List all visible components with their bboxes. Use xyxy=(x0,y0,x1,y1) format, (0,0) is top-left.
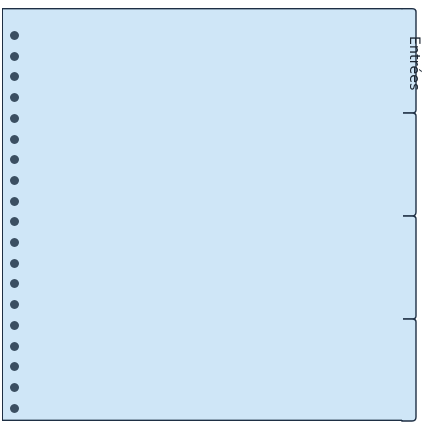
binder-hole xyxy=(10,258,19,268)
binder-hole xyxy=(10,382,19,392)
binder-hole xyxy=(10,300,19,310)
binder-hole xyxy=(10,93,19,103)
tab-2[interactable] xyxy=(402,113,417,216)
binder-hole xyxy=(10,155,19,165)
binder-hole xyxy=(10,51,19,61)
binder-hole xyxy=(10,175,19,185)
binder-hole xyxy=(10,113,19,123)
binder-hole xyxy=(10,238,19,247)
divider-page xyxy=(2,8,402,421)
binder-hole xyxy=(10,134,19,144)
binder-hole xyxy=(10,72,19,82)
binder-hole xyxy=(10,217,19,227)
binder-hole xyxy=(10,31,19,40)
binder-hole xyxy=(10,362,19,372)
tab-entrees-label: Entrées xyxy=(406,36,422,91)
binder-hole xyxy=(10,341,19,351)
binder-hole xyxy=(10,320,19,330)
binder-hole xyxy=(10,403,19,413)
binder-hole xyxy=(10,279,19,289)
binder-hole xyxy=(10,196,19,206)
tab-3[interactable] xyxy=(402,216,417,319)
tab-4[interactable] xyxy=(402,319,417,421)
